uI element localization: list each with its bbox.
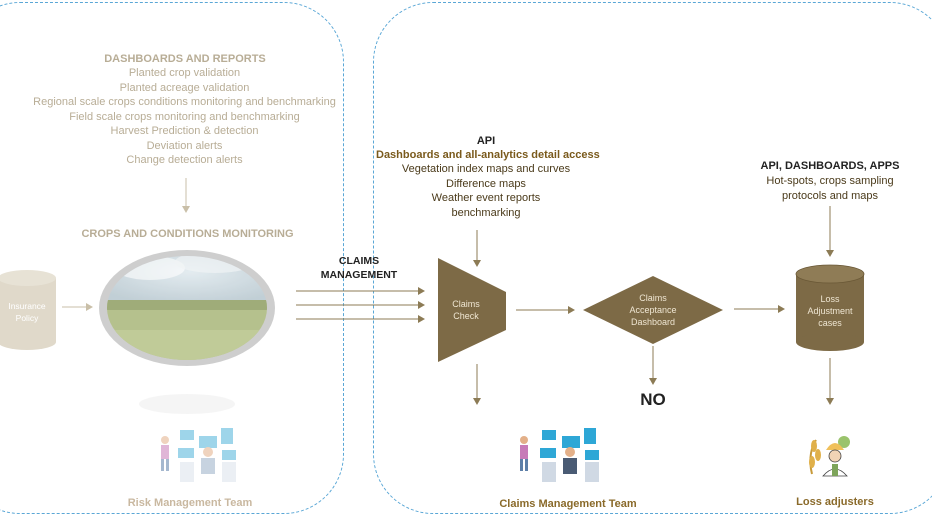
insurance-policy-label: Insurance Policy — [8, 301, 46, 323]
report-item: Change detection alerts — [126, 154, 243, 166]
middle-api-title: API — [476, 135, 496, 147]
report-item: Planted crop validation — [128, 67, 241, 79]
right-api-list: Hot-spots, crops sampling protocols and … — [750, 174, 910, 203]
api-item: Weather event reports — [431, 192, 541, 204]
claims-check-label: Claims Check — [452, 299, 480, 321]
risk-team-people-icon — [161, 428, 236, 482]
reports-title: DASHBOARDS AND REPORTS — [104, 53, 266, 65]
insurance-policy-cylinder — [0, 270, 56, 350]
risk-management-panel — [0, 2, 344, 514]
api-item: Difference maps — [446, 177, 526, 190]
claims-management-label: CLAIMS MANAGEMENT — [320, 255, 398, 281]
claims-dashboard-label: Claims Acceptance Dashboard — [629, 293, 677, 327]
middle-api-subtitle: Dashboards and all-analytics detail acce… — [376, 149, 600, 161]
api-item: Vegetation index maps and curves — [401, 163, 571, 175]
api-item: benchmarking — [451, 206, 521, 219]
claims-team-label: Claims Management Team — [499, 498, 637, 510]
no-label: NO — [640, 390, 666, 409]
crop-image-reflection — [139, 394, 235, 414]
reports-list: Planted crop validation Planted acreage … — [32, 66, 337, 168]
claims-panel — [373, 2, 932, 514]
report-item: Planted acreage validation — [119, 81, 250, 94]
crop-field-image — [99, 250, 275, 366]
right-api-item: protocols and maps — [782, 189, 878, 202]
loss-adjustment-cylinder — [795, 264, 865, 351]
monitoring-title: CROPS AND CONDITIONS MONITORING — [81, 228, 294, 240]
loss-cases-label: Loss Adjustment cases — [807, 294, 853, 328]
claims-dashboard-shape — [583, 276, 723, 344]
farmer-wheat-icon — [809, 436, 850, 477]
report-item: Deviation alerts — [146, 139, 223, 152]
report-item: Harvest Prediction & detection — [110, 125, 259, 137]
claims-team-people-icon — [520, 428, 599, 482]
report-item: Field scale crops monitoring and benchma… — [69, 110, 300, 123]
loss-adjusters-label: Loss adjusters — [796, 496, 874, 508]
risk-team-label: Risk Management Team — [127, 497, 253, 509]
right-api-title: API, DASHBOARDS, APPS — [760, 160, 900, 172]
right-api-item: Hot-spots, crops sampling — [766, 175, 894, 187]
claims-check-shape — [438, 258, 506, 362]
report-item: Regional scale crops conditions monitori… — [33, 96, 336, 108]
middle-api-list: Vegetation index maps and curves Differe… — [386, 162, 586, 220]
